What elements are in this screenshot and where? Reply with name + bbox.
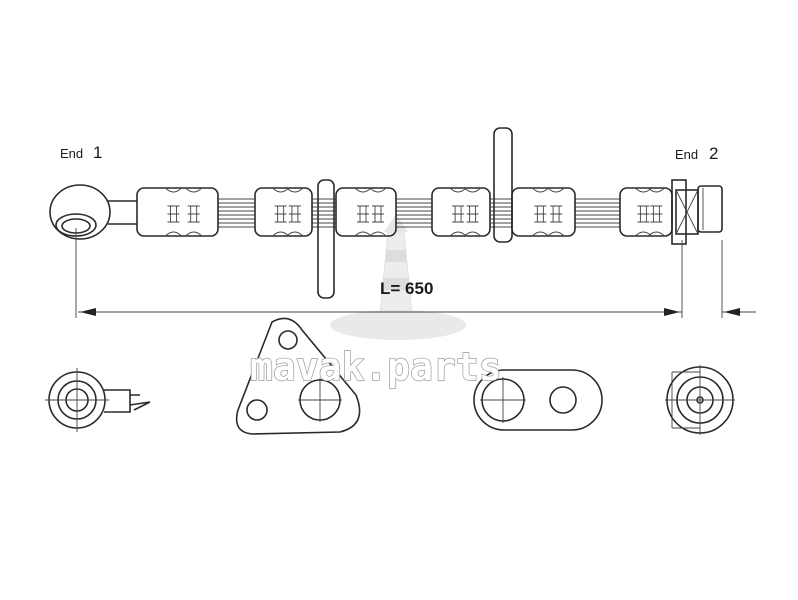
hose-crimp-fitting: [254, 187, 313, 237]
end2-fitting: [671, 179, 723, 245]
length-dimension: [75, 228, 756, 318]
hose-rib: [167, 205, 180, 223]
hose-rib: [357, 205, 369, 223]
bracket-1-flange-view: [235, 317, 361, 435]
length-label: L= 650: [380, 279, 433, 298]
hose-rib-groove: [286, 187, 304, 237]
hose-crimp-fitting: [335, 187, 397, 237]
hose-rib-groove: [464, 187, 481, 237]
watermark-text: mavak.parts: [250, 345, 502, 389]
end1-banjo-fitting: [49, 184, 137, 240]
hose-rib-groove: [449, 187, 467, 237]
hose-rib-groove: [532, 187, 549, 237]
hose-crimp-fitting: [136, 187, 219, 237]
hose-rib: [452, 205, 465, 223]
hose-rib: [187, 205, 200, 223]
hose-rib: [274, 205, 287, 223]
hose-rib-groove: [547, 187, 565, 237]
hose-rib: [550, 205, 563, 223]
hose-rib-groove: [648, 187, 665, 237]
hose-rib: [534, 205, 547, 223]
end1-section-view: [45, 368, 151, 432]
hose-rib-groove: [185, 187, 203, 237]
hose-rib-groove: [272, 187, 289, 237]
hose-rib-groove: [369, 187, 387, 237]
end1-label-word: End: [60, 146, 83, 161]
hose-rib: [637, 205, 650, 223]
hose-rib: [650, 205, 663, 223]
hose-rib-groove: [635, 187, 652, 237]
hose-crimp-fitting: [431, 187, 491, 237]
end2-label-number: 2: [709, 144, 718, 163]
end2-section-view: [665, 365, 735, 435]
bracket-2-flange-view: [473, 369, 603, 431]
hose-rib-groove: [165, 187, 182, 237]
hose-rib: [466, 205, 479, 223]
hose-body: [136, 187, 673, 237]
hose-rib-groove: [354, 187, 372, 237]
hose-rib: [372, 205, 384, 223]
end1-label-number: 1: [93, 143, 102, 162]
hose-rib: [288, 205, 301, 223]
bracket-2: [493, 127, 513, 243]
end2-label-word: End: [675, 147, 698, 162]
bracket-1: [317, 179, 335, 299]
watermark-lighthouse: [330, 214, 466, 340]
